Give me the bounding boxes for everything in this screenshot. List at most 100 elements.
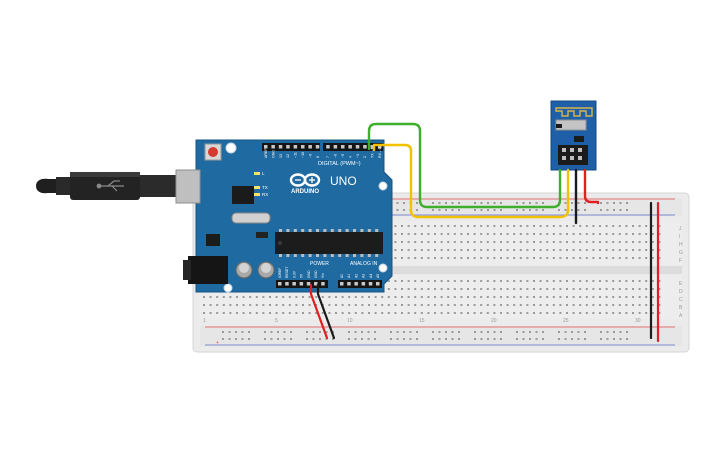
digital-pin-hole[interactable] xyxy=(271,145,275,149)
terminal-hole[interactable] xyxy=(546,241,549,243)
terminal-hole[interactable] xyxy=(440,241,443,243)
rail-hole[interactable] xyxy=(445,202,447,204)
terminal-hole[interactable] xyxy=(249,304,252,306)
rail-hole[interactable] xyxy=(451,209,454,211)
rail-hole[interactable] xyxy=(270,338,273,340)
terminal-hole[interactable] xyxy=(493,296,496,298)
terminal-hole[interactable] xyxy=(618,312,621,314)
rail-hole[interactable] xyxy=(367,331,370,333)
analog-pin-hole[interactable] xyxy=(354,282,358,286)
esp8266-esp01-module[interactable] xyxy=(550,100,597,171)
terminal-hole[interactable] xyxy=(407,257,410,259)
terminal-hole[interactable] xyxy=(539,225,542,227)
terminal-hole[interactable] xyxy=(236,312,238,314)
rail-hole[interactable] xyxy=(235,331,237,333)
terminal-hole[interactable] xyxy=(566,225,568,227)
terminal-hole[interactable] xyxy=(618,225,621,227)
terminal-hole[interactable] xyxy=(295,296,298,298)
rail-hole[interactable] xyxy=(606,331,609,333)
terminal-hole[interactable] xyxy=(605,233,608,235)
terminal-hole[interactable] xyxy=(500,257,502,259)
terminal-hole[interactable] xyxy=(618,304,621,306)
terminal-hole[interactable] xyxy=(585,288,588,290)
rail-hole[interactable] xyxy=(493,331,496,333)
rail-hole[interactable] xyxy=(325,331,328,333)
terminal-hole[interactable] xyxy=(394,280,397,282)
rail-hole[interactable] xyxy=(432,202,434,204)
terminal-hole[interactable] xyxy=(585,257,588,259)
terminal-hole[interactable] xyxy=(645,288,648,290)
terminal-hole[interactable] xyxy=(572,312,575,314)
digital-pin-hole[interactable] xyxy=(293,145,298,149)
terminal-hole[interactable] xyxy=(658,225,661,227)
terminal-hole[interactable] xyxy=(467,312,469,314)
rail-hole[interactable] xyxy=(332,338,334,340)
rail-hole[interactable] xyxy=(529,338,531,340)
terminal-hole[interactable] xyxy=(658,233,661,235)
terminal-hole[interactable] xyxy=(262,304,265,306)
terminal-hole[interactable] xyxy=(625,288,628,290)
rail-hole[interactable] xyxy=(367,338,370,340)
rail-hole[interactable] xyxy=(474,338,476,340)
rail-hole[interactable] xyxy=(613,338,615,340)
rail-hole[interactable] xyxy=(332,331,334,333)
rail-hole[interactable] xyxy=(438,209,441,211)
terminal-hole[interactable] xyxy=(500,233,502,235)
terminal-hole[interactable] xyxy=(526,225,529,227)
terminal-hole[interactable] xyxy=(526,249,529,251)
terminal-hole[interactable] xyxy=(420,257,423,259)
terminal-hole[interactable] xyxy=(447,304,450,306)
rail-hole[interactable] xyxy=(432,209,434,211)
terminal-hole[interactable] xyxy=(394,225,397,227)
rail-hole[interactable] xyxy=(438,338,441,340)
terminal-hole[interactable] xyxy=(407,280,410,282)
rail-hole[interactable] xyxy=(626,338,628,340)
rail-hole[interactable] xyxy=(409,338,412,340)
rail-hole[interactable] xyxy=(606,338,609,340)
terminal-hole[interactable] xyxy=(341,304,344,306)
terminal-hole[interactable] xyxy=(559,241,562,243)
terminal-hole[interactable] xyxy=(368,296,370,298)
terminal-hole[interactable] xyxy=(467,280,469,282)
terminal-hole[interactable] xyxy=(519,241,522,243)
terminal-hole[interactable] xyxy=(625,241,628,243)
terminal-hole[interactable] xyxy=(638,288,641,290)
rail-hole[interactable] xyxy=(487,331,489,333)
terminal-hole[interactable] xyxy=(401,296,403,298)
yellow-wire[interactable] xyxy=(372,143,570,219)
terminal-hole[interactable] xyxy=(552,312,555,314)
rail-hole[interactable] xyxy=(403,209,405,211)
terminal-hole[interactable] xyxy=(546,225,549,227)
terminal-hole[interactable] xyxy=(394,257,397,259)
terminal-hole[interactable] xyxy=(348,312,351,314)
terminal-hole[interactable] xyxy=(533,304,535,306)
terminal-hole[interactable] xyxy=(506,249,509,251)
terminal-hole[interactable] xyxy=(381,304,384,306)
terminal-hole[interactable] xyxy=(599,304,601,306)
rail-hole[interactable] xyxy=(277,338,279,340)
terminal-hole[interactable] xyxy=(638,241,641,243)
terminal-hole[interactable] xyxy=(658,304,661,306)
rail-hole[interactable] xyxy=(529,202,531,204)
terminal-hole[interactable] xyxy=(513,312,516,314)
terminal-hole[interactable] xyxy=(341,312,344,314)
terminal-hole[interactable] xyxy=(559,280,562,282)
terminal-hole[interactable] xyxy=(559,288,562,290)
terminal-hole[interactable] xyxy=(526,241,529,243)
terminal-hole[interactable] xyxy=(658,288,661,290)
terminal-hole[interactable] xyxy=(427,241,430,243)
terminal-hole[interactable] xyxy=(447,249,450,251)
rail-hole[interactable] xyxy=(613,331,615,333)
terminal-hole[interactable] xyxy=(579,225,582,227)
terminal-hole[interactable] xyxy=(506,296,509,298)
terminal-hole[interactable] xyxy=(519,249,522,251)
terminal-hole[interactable] xyxy=(453,241,456,243)
terminal-hole[interactable] xyxy=(480,288,483,290)
terminal-hole[interactable] xyxy=(467,304,469,306)
rail-hole[interactable] xyxy=(600,202,602,204)
terminal-hole[interactable] xyxy=(572,304,575,306)
power-pin-hole[interactable] xyxy=(278,282,282,286)
terminal-hole[interactable] xyxy=(552,280,555,282)
terminal-hole[interactable] xyxy=(645,233,648,235)
terminal-hole[interactable] xyxy=(533,312,535,314)
